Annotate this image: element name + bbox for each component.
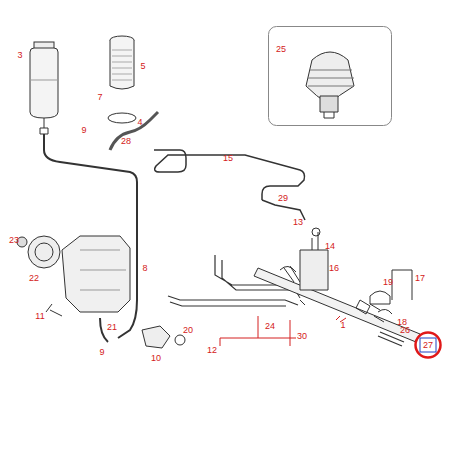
callout-number: 3 [17, 50, 22, 60]
reservoir-outlet [40, 118, 48, 134]
callout-number: 23 [9, 235, 19, 245]
callout-number: 9 [81, 125, 86, 135]
callout-number: 4 [137, 117, 142, 127]
callout-number: 16 [329, 263, 339, 273]
callout-number: 12 [207, 345, 217, 355]
callout-number: 11 [35, 311, 44, 321]
pipe [154, 150, 305, 200]
pump [62, 236, 130, 312]
bolt [46, 304, 62, 316]
o-ring [108, 113, 136, 123]
callout-number: 17 [415, 273, 425, 283]
reservoir [30, 48, 58, 118]
hose [110, 112, 158, 150]
inset-box: 25 [268, 26, 392, 126]
bush [378, 309, 392, 314]
flange [142, 326, 170, 348]
highlight-circle: 27 [414, 331, 442, 359]
mounting-bracket [392, 270, 412, 300]
bracket [220, 316, 296, 346]
callout-number: 14 [325, 241, 335, 251]
callout-number: 5 [140, 61, 145, 71]
seal [175, 335, 185, 345]
pipe [44, 134, 137, 338]
callout-number: 10 [151, 353, 161, 363]
callout-number: 19 [383, 277, 393, 287]
pulley [28, 236, 60, 268]
callout-number: 8 [142, 263, 147, 273]
inset-frame [268, 26, 392, 126]
steering-rack [254, 268, 420, 342]
clamp [370, 291, 390, 304]
callout-number: 20 [183, 325, 193, 335]
callout-number: 22 [29, 273, 39, 283]
callout-number: 7 [97, 92, 102, 102]
boot [280, 266, 300, 282]
callout-number: 9 [99, 347, 104, 357]
callout-number: 25 [276, 44, 286, 54]
callout-number: 1 [340, 320, 345, 330]
callout-number: 21 [107, 322, 117, 332]
callout-number: 15 [223, 153, 233, 163]
callout-number: 29 [278, 193, 288, 203]
callout-number: 28 [121, 136, 131, 146]
callout-number: 27 [423, 340, 433, 350]
callout-number: 30 [297, 331, 307, 341]
callout-number: 13 [293, 217, 303, 227]
callout-number: 26 [400, 325, 410, 335]
callout-number: 24 [265, 321, 275, 331]
filter [110, 40, 134, 89]
valve-housing [300, 250, 328, 290]
